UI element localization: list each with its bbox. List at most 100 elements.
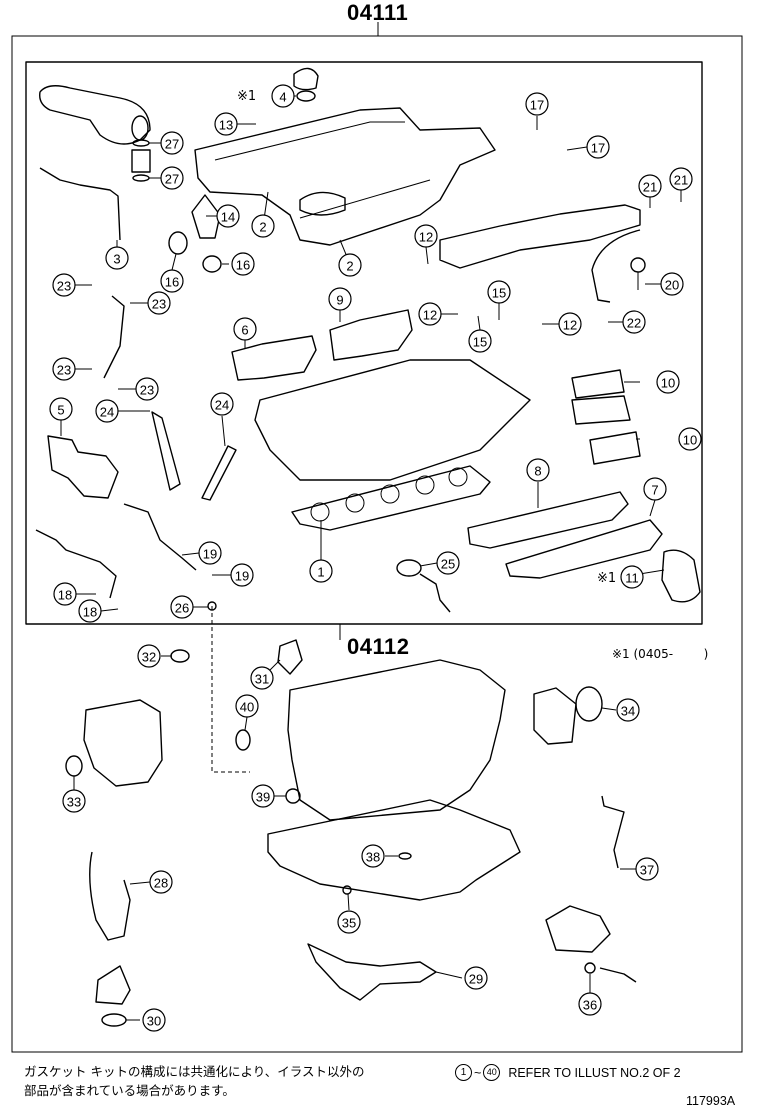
callout-number: 29 — [469, 972, 483, 987]
callout-c5: 5 — [49, 397, 73, 421]
callout-number: 6 — [241, 323, 248, 338]
callout-circle — [95, 399, 119, 423]
callout-circle — [52, 357, 76, 381]
kit-title-lower: 04112 — [347, 634, 410, 659]
callout-circle — [635, 857, 659, 881]
callout-circle — [216, 204, 240, 228]
callout-c36: 36 — [578, 992, 602, 1016]
callout-circle — [135, 377, 159, 401]
callout-c18b: 18 — [78, 599, 102, 623]
callout-c23c: 23 — [52, 357, 76, 381]
callout-circle — [338, 253, 362, 277]
callout-number: 10 — [683, 433, 697, 448]
oil-strainer-29 — [307, 943, 437, 1001]
thermostat-20 — [630, 257, 646, 290]
water-bypass-pipe — [591, 229, 641, 303]
callout-c10b: 10 — [678, 427, 702, 451]
callout-c14: 14 — [216, 204, 240, 228]
water-outlet-5 — [47, 435, 119, 499]
callout-number: 38 — [366, 850, 380, 865]
gasket-31 — [277, 639, 303, 675]
cylinder-head-gasket — [291, 465, 491, 531]
callout-number: 17 — [530, 98, 544, 113]
rear-oil-seal-34 — [533, 686, 603, 745]
callout-c16b: 16 — [231, 252, 255, 276]
callout-c15b: 15 — [487, 280, 511, 304]
callout-c27a: 27 — [160, 131, 184, 155]
callout-c4: 4 — [271, 84, 295, 108]
callout-circle — [142, 1008, 166, 1032]
callout-number: 36 — [583, 998, 597, 1013]
callout-c25: 25 — [436, 551, 460, 575]
callout-c23b: 23 — [147, 291, 171, 315]
callout-circle — [660, 272, 684, 296]
callout-number: 23 — [140, 383, 154, 398]
note-marker-11: ※1 — [597, 571, 616, 586]
callout-c19b: 19 — [230, 563, 254, 587]
exhaust-manifold-gasket-9 — [329, 309, 413, 361]
callout-circle — [214, 112, 238, 136]
callout-circle — [361, 844, 385, 868]
callout-number: 5 — [57, 403, 64, 418]
callout-c39: 39 — [251, 784, 275, 808]
callout-c12a: 12 — [414, 224, 438, 248]
callout-number: 1 — [317, 565, 324, 580]
callout-circle — [643, 477, 667, 501]
callout-circle — [53, 582, 77, 606]
callout-number: 16 — [236, 258, 250, 273]
callout-c32: 32 — [137, 644, 161, 668]
callout-circle — [251, 784, 275, 808]
callout-circle — [309, 559, 333, 583]
callout-circle — [210, 392, 234, 416]
callout-number: 15 — [473, 335, 487, 350]
callout-number: 4 — [279, 90, 286, 105]
callout-number: 11 — [625, 571, 639, 586]
callout-c24b: 24 — [210, 392, 234, 416]
seals-16 — [168, 231, 222, 273]
oil-pan — [267, 799, 521, 901]
footer-note-line2: 部品が含まれている場合があります。 — [24, 1083, 235, 1098]
callout-number: 8 — [534, 464, 541, 479]
callout-number: 24 — [215, 398, 229, 413]
callout-c33: 33 — [62, 789, 86, 813]
callout-circle — [251, 214, 275, 238]
callout-c23d: 23 — [135, 377, 159, 401]
callout-c8: 8 — [526, 458, 550, 482]
callout-c10a: 10 — [656, 370, 680, 394]
kit-title-upper: 04111 — [347, 0, 409, 25]
callout-number: 17 — [591, 141, 605, 156]
callout-circle — [638, 174, 662, 198]
note-range: ※1 (0405- ) — [612, 647, 709, 661]
callout-number: 9 — [336, 293, 343, 308]
callout-circle — [105, 246, 129, 270]
callout-circle — [137, 644, 161, 668]
callout-c29: 29 — [464, 966, 488, 990]
callout-c37: 37 — [635, 857, 659, 881]
callout-number: 23 — [57, 279, 71, 294]
callout-c28: 28 — [149, 870, 173, 894]
callout-number: 3 — [113, 252, 120, 267]
callout-number: 13 — [219, 118, 233, 133]
intake-manifold-gasket-8 — [467, 491, 629, 549]
callout-number: 27 — [165, 172, 179, 187]
callout-number: 12 — [419, 230, 433, 245]
callout-c40: 40 — [235, 694, 259, 718]
water-inlet-36 — [545, 905, 637, 983]
callout-number: 21 — [674, 173, 688, 188]
callout-number: 19 — [203, 547, 217, 562]
water-pipe-18 — [35, 529, 117, 599]
callout-number: 18 — [58, 588, 72, 603]
callout-number: 12 — [563, 318, 577, 333]
gasket-38 — [398, 852, 412, 860]
callout-circle — [233, 317, 257, 341]
oil-pipe-23 — [103, 295, 125, 379]
range-start-badge: 1 — [455, 1064, 472, 1081]
callout-c26: 26 — [170, 595, 194, 619]
callout-number: 33 — [67, 795, 81, 810]
gasket-32 — [170, 649, 190, 663]
callout-circle — [414, 224, 438, 248]
callout-c38: 38 — [361, 844, 385, 868]
footer-note-line1: ガスケット キットの構成には共通化により、イラスト以外の — [24, 1064, 365, 1079]
intake-manifold — [439, 204, 641, 269]
refer-text: REFER TO ILLUST NO.2 OF 2 — [508, 1065, 681, 1080]
